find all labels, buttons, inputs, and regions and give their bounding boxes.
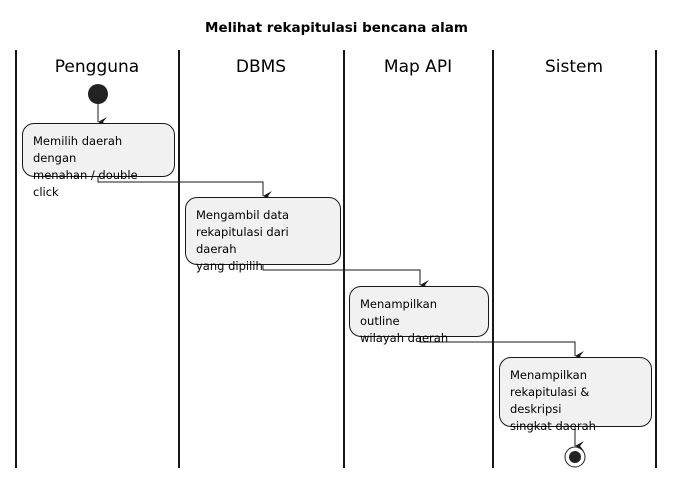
swimlane-header-dbms: DBMS [235, 57, 287, 77]
swimlane-divider [492, 50, 494, 468]
swimlane-divider [15, 50, 17, 468]
flow-arrow [419, 337, 584, 361]
activity-tampilkan-rekapitulasi: Menampilkan rekapitulasi & deskripsi sin… [499, 357, 652, 433]
swimlane-header-sistem: Sistem [544, 57, 604, 77]
activity-pilih-daerah: Memilih daerah dengan menahan / double c… [22, 123, 175, 199]
swimlane-divider [178, 50, 180, 468]
end-node [564, 446, 586, 468]
swimlane-divider [343, 50, 345, 468]
swimlane-header-map-api: Map API [383, 57, 453, 77]
start-node [88, 84, 108, 104]
swimlane-divider [655, 50, 657, 468]
activity-ambil-data-rekapitulasi: Mengambil data rekapitulasi dari daerah … [185, 197, 341, 273]
flow-arrow [262, 265, 429, 290]
activity-tampilkan-outline-wilayah: Menampilkan outline wilayah daerah [349, 286, 489, 345]
flow-arrow [97, 177, 272, 201]
diagram-title: Melihat rekapitulasi bencana alam [205, 20, 468, 36]
swimlane-header-pengguna: Pengguna [54, 57, 140, 77]
